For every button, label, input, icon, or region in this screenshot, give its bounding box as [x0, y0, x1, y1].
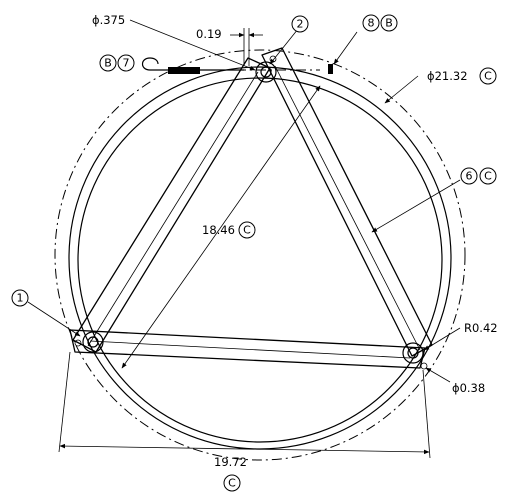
- leader-2: [269, 28, 299, 65]
- pivots: [74, 55, 428, 370]
- pivot-right-outer: [402, 342, 424, 364]
- balloon-7: 7: [117, 54, 135, 72]
- pivot-top-outer: [255, 61, 277, 83]
- svg-text:2: 2: [297, 18, 304, 31]
- balloons: 2 8 B B 7 C 6 C: [11, 14, 497, 492]
- balloon-2: 2: [291, 15, 309, 33]
- pivot-right-inner: [407, 347, 419, 359]
- label-inner-dim: 18.46: [202, 223, 235, 237]
- svg-text:B: B: [104, 57, 112, 70]
- hook-icon: [141, 57, 178, 71]
- leader-outer-dia: [384, 75, 419, 104]
- leader-8: [333, 31, 358, 65]
- width-dim-line: [59, 443, 430, 455]
- width-ext-left: [58, 351, 71, 453]
- ring-outer-edge: [68, 66, 452, 450]
- label-gap: 0.19: [196, 27, 222, 41]
- leader-small-hole: [425, 367, 451, 383]
- bar-left-inner: [87, 71, 259, 347]
- hole-top: [269, 55, 277, 63]
- bar-left: [72, 57, 271, 353]
- part-8-marker: [328, 64, 333, 74]
- dimension-labels: ϕ.375 0.19 ϕ21.32 18.46 R0.42 ϕ0.38 19.7…: [92, 13, 498, 469]
- pivot-left-inner: [87, 336, 99, 348]
- spring: [168, 67, 200, 74]
- frame-rings: [54, 49, 466, 461]
- hole-right: [420, 362, 428, 370]
- balloon-C-inner: C: [238, 221, 256, 239]
- balloon-B-left: B: [99, 54, 117, 72]
- outer-ring-dashed: [54, 49, 466, 461]
- svg-text:7: 7: [123, 57, 130, 70]
- leader-6: [371, 179, 461, 233]
- svg-text:B: B: [385, 17, 393, 30]
- spring-hook: [141, 57, 333, 74]
- leader-radius: [423, 327, 461, 351]
- label-small-hole: ϕ0.38: [452, 381, 485, 395]
- balloon-C-outer: C: [479, 67, 497, 85]
- balloon-B-right: B: [380, 14, 398, 32]
- label-width: 19.72: [214, 455, 247, 469]
- svg-text:C: C: [484, 70, 492, 83]
- triangle-bars: [69, 47, 433, 369]
- balloon-1: 1: [11, 289, 29, 307]
- label-hole-dia: ϕ.375: [92, 13, 125, 27]
- width-ext-right: [422, 369, 431, 459]
- balloon-C-6: C: [479, 167, 497, 185]
- bar-right-inner: [274, 65, 421, 351]
- svg-text:8: 8: [368, 17, 375, 30]
- inner-dia-line: [121, 85, 321, 369]
- label-outer-dia: ϕ21.32: [427, 69, 468, 83]
- balloon-C-width: C: [223, 474, 241, 492]
- svg-text:C: C: [228, 477, 236, 490]
- dimension-lines: [27, 19, 461, 459]
- label-radius: R0.42: [464, 321, 498, 335]
- balloon-8: 8: [362, 14, 380, 32]
- svg-text:1: 1: [17, 292, 24, 305]
- svg-text:6: 6: [466, 170, 473, 183]
- svg-text:C: C: [243, 224, 251, 237]
- leader-1: [27, 301, 81, 337]
- ring-inner-edge: [77, 77, 443, 443]
- hole-left: [74, 339, 82, 347]
- pivot-left-outer: [82, 331, 104, 353]
- balloon-6: 6: [460, 167, 478, 185]
- pivot-top-inner: [260, 66, 272, 78]
- bar-right: [261, 47, 433, 357]
- svg-text:C: C: [484, 170, 492, 183]
- leader-hole-dia: [129, 19, 256, 71]
